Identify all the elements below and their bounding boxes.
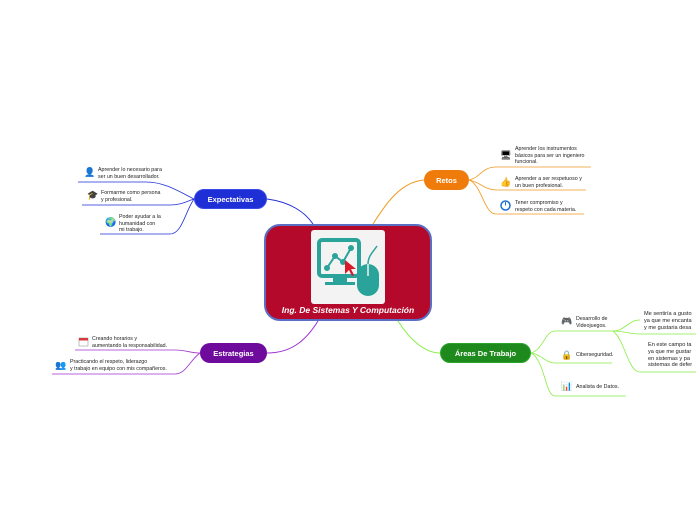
lock-icon: 🔒 [561, 350, 573, 360]
thumbs-up-icon: 👍 [500, 177, 512, 187]
topic-estrategias[interactable]: Estrategias [200, 343, 267, 363]
connector-areas [397, 320, 441, 354]
subleaf-videojuegos[interactable]: Me sentiría a gusto ya que me encanta y … [644, 311, 692, 331]
timer-icon [500, 200, 511, 211]
leaf-expectativas-1[interactable]: Aprender lo necesario para ser un buen d… [98, 167, 162, 180]
calendar-icon [78, 336, 89, 347]
leaf-retos-2[interactable]: Aprender a ser respetuoso y un buen prof… [515, 176, 582, 189]
person-icon: 👤 [84, 167, 96, 177]
gamepad-icon: 🎮 [561, 316, 573, 326]
globe-icon: 🌍 [105, 217, 117, 227]
leaf-estrategias-1[interactable]: Creando horarios y aumentando la respons… [92, 336, 168, 349]
topic-areas-de-trabajo[interactable]: Áreas De Trabajo [440, 343, 531, 363]
connector-estrategias [266, 320, 319, 354]
topic-retos[interactable]: Retos [424, 170, 469, 190]
leaf-areas-1[interactable]: Desarrollo de Videojuegos. [576, 316, 608, 329]
leaf-expectativas-2[interactable]: Formarme como persona y profesional. [101, 190, 161, 203]
leaf-retos-1[interactable]: Aprender los instrumentos básicos para s… [515, 146, 585, 166]
central-topic-title: Ing. De Sistemas Y Computación [281, 305, 415, 315]
leaf-estrategias-2[interactable]: Practicando el respeto, liderazgo y trab… [70, 359, 167, 372]
subleaf-ciberseguridad[interactable]: En este campo ta ya que me gustar en sis… [648, 342, 693, 369]
leaf-retos-3[interactable]: Tener compromiso y respeto con cada mate… [515, 200, 577, 213]
connector-retos [372, 179, 425, 225]
computer-mouse-image [311, 230, 385, 304]
leaf-expectativas-3[interactable]: Poder ayudar a la humanidad con mi traba… [119, 214, 161, 234]
leaf-areas-3[interactable]: Analista de Datos. [576, 384, 619, 390]
bar-chart-icon: 📊 [561, 381, 573, 391]
graduate-icon: 🎓 [87, 190, 99, 200]
leaf-areas-2[interactable]: Ciberseguridad. [576, 352, 614, 358]
topic-expectativas[interactable]: Expectativas [194, 189, 267, 209]
team-icon: 👥 [55, 360, 67, 370]
monitor-icon: 🖥 [500, 150, 512, 160]
connector-expectativas [266, 198, 314, 225]
